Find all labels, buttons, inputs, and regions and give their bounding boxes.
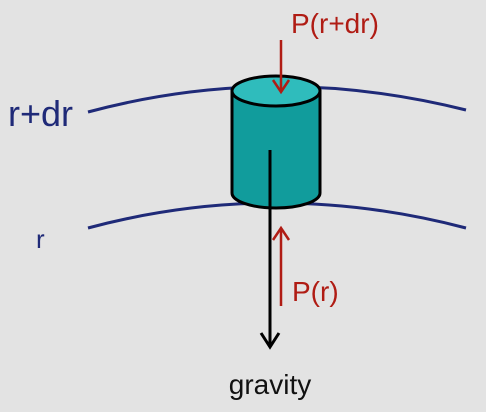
pressure-bottom-label: P(r) — [292, 276, 339, 307]
inner-shell-label: r — [36, 224, 45, 254]
cylinder-top-face — [230, 74, 322, 108]
gravity-label: gravity — [229, 369, 311, 400]
pressure-top-label: P(r+dr) — [291, 8, 379, 39]
fluid-cylinder — [230, 74, 322, 210]
pressure-top-arrow — [271, 40, 291, 95]
cylinder-body — [230, 89, 322, 210]
gravity-arrow — [259, 150, 281, 350]
outer-shell-label: r+dr — [8, 93, 73, 134]
pressure-bottom-arrow — [271, 225, 291, 306]
